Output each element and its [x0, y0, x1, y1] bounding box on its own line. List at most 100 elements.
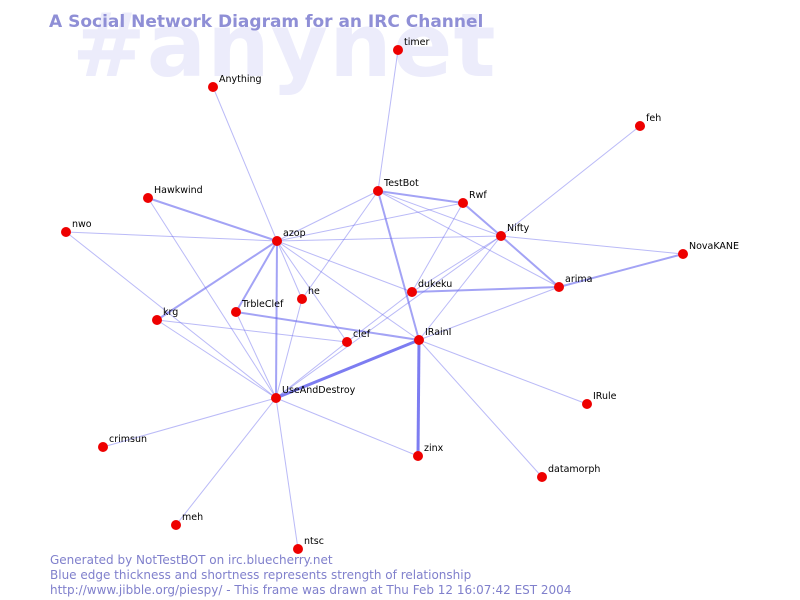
node-dot — [537, 472, 547, 482]
node-Anything: Anything — [208, 74, 262, 92]
edge-IRainI-IRule — [418, 339, 588, 405]
node-dot — [413, 451, 423, 461]
edge-azop-TrbleClef — [235, 240, 278, 313]
edge-Nifty-arima — [500, 235, 560, 288]
edge-IRainI-UseAndDestroy — [275, 338, 420, 400]
node-he: he — [297, 286, 320, 304]
footer-generated-by: Generated by NotTestBOT on irc.bluecherr… — [50, 553, 333, 567]
edge-azop-Nifty — [276, 235, 502, 242]
node-dot — [208, 82, 218, 92]
node-dot — [393, 45, 403, 55]
node-label: UseAndDestroy — [282, 385, 356, 396]
node-label: datamorph — [548, 464, 600, 475]
node-label: azop — [283, 228, 306, 239]
node-datamorph: datamorph — [537, 464, 600, 482]
edge-Nifty-UseAndDestroy — [275, 235, 502, 399]
node-dot — [414, 335, 424, 345]
node-Rwf: Rwf — [458, 190, 487, 208]
node-label: Nifty — [507, 223, 530, 234]
node-dukeku: dukeku — [407, 279, 452, 297]
edge-Nifty-NovaKANE — [500, 235, 684, 255]
edge-UseAndDestroy-meh — [175, 397, 277, 526]
edge-azop-UseAndDestroy — [275, 240, 278, 399]
edge-azop-he — [276, 240, 303, 300]
edge-he-UseAndDestroy — [275, 298, 303, 399]
edge-dukeku-clef — [346, 291, 413, 343]
node-label: arima — [565, 274, 592, 285]
edge-TestBot-Nifty — [377, 190, 502, 237]
node-label: crimsun — [109, 434, 147, 445]
node-NovaKANE: NovaKANE — [678, 241, 739, 259]
footer-link-timestamp: http://www.jibble.org/piespy/ - This fra… — [50, 583, 572, 597]
edge-dukeku-arima — [411, 286, 560, 293]
edge-Nifty-dukeku — [411, 235, 502, 293]
edge-UseAndDestroy-crimsun — [102, 397, 277, 448]
channel-watermark: #anynet — [72, 0, 497, 97]
node-label: feh — [646, 113, 661, 124]
node-label: dukeku — [418, 279, 452, 290]
edge-azop-clef — [276, 240, 348, 343]
node-zinx: zinx — [413, 443, 444, 461]
node-label: TestBot — [383, 178, 419, 189]
node-dot — [152, 315, 162, 325]
node-dot — [582, 399, 592, 409]
node-label: Rwf — [469, 190, 487, 201]
edge-azop-krg — [156, 240, 278, 321]
node-azop: azop — [272, 228, 306, 246]
node-label: IRule — [593, 391, 617, 402]
node-Nifty: Nifty — [496, 223, 530, 241]
edge-IRainI-zinx — [416, 339, 421, 457]
edge-timer-TestBot — [377, 49, 399, 192]
edge-Hawkwind-azop — [147, 197, 278, 242]
edge-IRainI-datamorph — [418, 339, 543, 478]
node-label: he — [308, 286, 320, 297]
node-dot — [342, 337, 352, 347]
node-dot — [407, 287, 417, 297]
edge-layer — [65, 49, 684, 550]
edge-TrbleClef-IRainI — [235, 311, 420, 341]
edge-Rwf-azop — [276, 202, 464, 242]
diagram-title: A Social Network Diagram for an IRC Chan… — [49, 12, 484, 32]
node-UseAndDestroy: UseAndDestroy — [271, 385, 356, 403]
edge-UseAndDestroy-zinx — [275, 397, 419, 457]
node-dot — [293, 544, 303, 554]
node-IRainI: IRainI — [414, 327, 451, 345]
edge-nwo-azop — [65, 231, 278, 242]
node-TrbleClef: TrbleClef — [231, 299, 284, 317]
node-dot — [496, 231, 506, 241]
node-dot — [272, 236, 282, 246]
node-dot — [554, 282, 564, 292]
node-label: nwo — [72, 219, 92, 230]
node-label: meh — [182, 512, 203, 523]
node-label: TrbleClef — [241, 299, 284, 310]
node-IRule: IRule — [582, 391, 617, 409]
edge-clef-UseAndDestroy — [275, 341, 348, 399]
node-label: NovaKANE — [689, 241, 739, 252]
node-label: timer — [404, 37, 429, 48]
node-label: zinx — [424, 443, 444, 454]
node-dot — [458, 198, 468, 208]
edge-feh-Nifty — [500, 125, 641, 237]
node-meh: meh — [171, 512, 203, 530]
node-dot — [297, 294, 307, 304]
node-dot — [635, 121, 645, 131]
node-feh: feh — [635, 113, 661, 131]
node-ntsc: ntsc — [293, 536, 324, 554]
edge-Hawkwind-UseAndDestroy — [147, 197, 277, 399]
node-dot — [231, 307, 241, 317]
edge-Rwf-dukeku — [411, 202, 464, 293]
edge-NovaKANE-arima — [558, 253, 684, 288]
edge-arima-IRainI — [418, 286, 560, 341]
node-label: Hawkwind — [154, 185, 203, 196]
edge-UseAndDestroy-ntsc — [275, 397, 299, 550]
edge-azop-IRainI — [276, 240, 420, 341]
node-label: IRainI — [425, 327, 451, 338]
footer-legend-note: Blue edge thickness and shortness repres… — [50, 568, 472, 582]
node-arima: arima — [554, 274, 592, 292]
edge-TestBot-he — [301, 190, 379, 300]
edge-nwo-UseAndDestroy — [65, 231, 277, 399]
node-label: Anything — [219, 74, 262, 85]
node-dot — [171, 520, 181, 530]
